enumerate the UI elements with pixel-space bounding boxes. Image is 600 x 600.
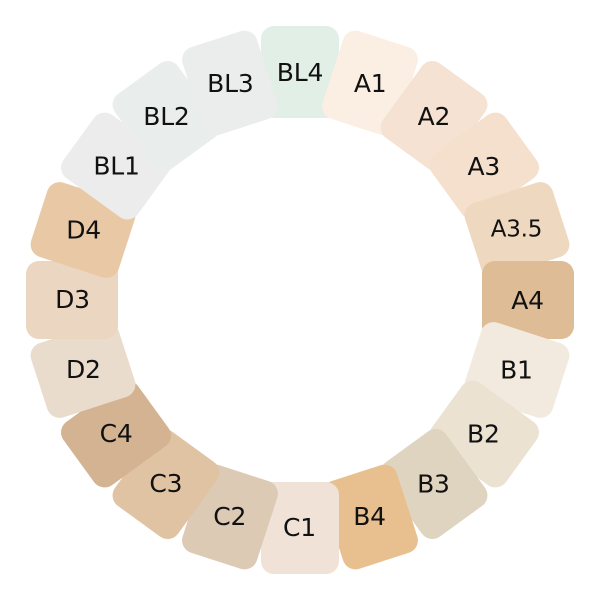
shade-tab-label: C2 xyxy=(213,502,247,532)
shade-tab-label: BL4 xyxy=(276,57,324,87)
shade-tab-label: A4 xyxy=(511,285,545,315)
shade-tab-label: BL3 xyxy=(206,68,253,98)
shade-tab-label: D3 xyxy=(54,285,90,315)
shade-tab-label: B3 xyxy=(417,469,451,499)
shade-tab-label: A3.5 xyxy=(491,216,543,243)
shade-tab-label: BL2 xyxy=(142,101,190,131)
shade-tab-label: C3 xyxy=(149,469,183,499)
shade-tab-label: BL1 xyxy=(92,151,139,181)
shade-tab-label: A1 xyxy=(354,68,387,98)
shade-tab-label: C4 xyxy=(99,419,133,449)
shade-tab-label: D2 xyxy=(65,355,101,385)
shade-tab-label: B1 xyxy=(500,355,534,385)
shade-tab-label: A2 xyxy=(417,101,451,131)
shade-tab-label: C1 xyxy=(283,513,317,543)
shade-tab-label: A3 xyxy=(468,151,501,181)
shade-tab-label: D4 xyxy=(65,215,101,245)
shade-tab-label: B2 xyxy=(468,419,501,449)
shade-tab-label: B4 xyxy=(354,502,387,532)
